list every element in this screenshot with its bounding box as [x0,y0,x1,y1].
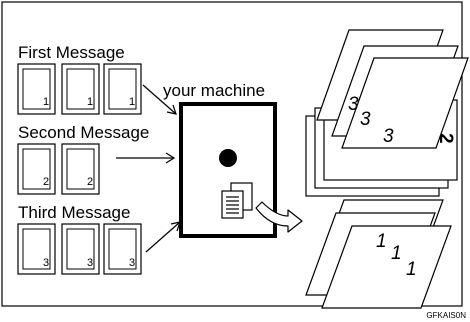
output-arrow-icon [255,201,303,233]
second-message-sheet: 2 [61,143,100,195]
first-message-sheet: 1 [103,63,142,115]
sheet-number: 3 [129,257,135,269]
second-message-sheets: 2 2 [17,143,100,195]
stack-message-1: 1 1 1 [305,199,452,309]
arrow-second-to-machine [116,152,176,164]
machine [179,102,277,238]
first-message-label: First Message [18,43,125,62]
document-icon [221,182,253,219]
third-message-sheet: 3 [61,223,100,275]
first-message-sheet: 1 [61,63,100,115]
stack-number: 3 [348,94,359,115]
third-message-sheet: 3 [103,223,142,275]
first-message-sheet: 1 [17,63,56,115]
sheet-number: 3 [87,257,93,269]
output-stacks: 1 1 1 2 2 3 3 3 [305,29,469,309]
stack-number: 1 [376,231,387,252]
second-message-label: Second Message [18,123,149,142]
sheet-number: 2 [43,176,49,188]
stack-number: 1 [406,259,417,280]
machine-label: your machine [163,81,265,100]
sheet-number: 3 [43,257,49,269]
stack-number: 1 [391,243,402,264]
stack-message-3: 3 3 3 [316,29,469,149]
incoming-arrows [116,84,181,253]
stack-number: 2 [435,133,456,144]
sheet-number: 1 [43,96,49,108]
third-message-sheets: 3 3 3 [17,223,142,275]
machine-indicator [219,149,237,167]
stack-number: 3 [383,126,394,147]
arrow-first-to-machine [142,84,177,115]
first-message-sheets: 1 1 1 [17,63,142,115]
sheet-number: 1 [87,96,93,108]
sheet-number: 1 [129,96,135,108]
third-message-label: Third Message [18,203,130,222]
second-message-sheet: 2 [17,143,56,195]
third-message-sheet: 3 [17,223,56,275]
stack-number: 3 [360,109,371,130]
sheet-number: 2 [87,176,93,188]
figure-code: GFKAIS0N [426,311,466,320]
